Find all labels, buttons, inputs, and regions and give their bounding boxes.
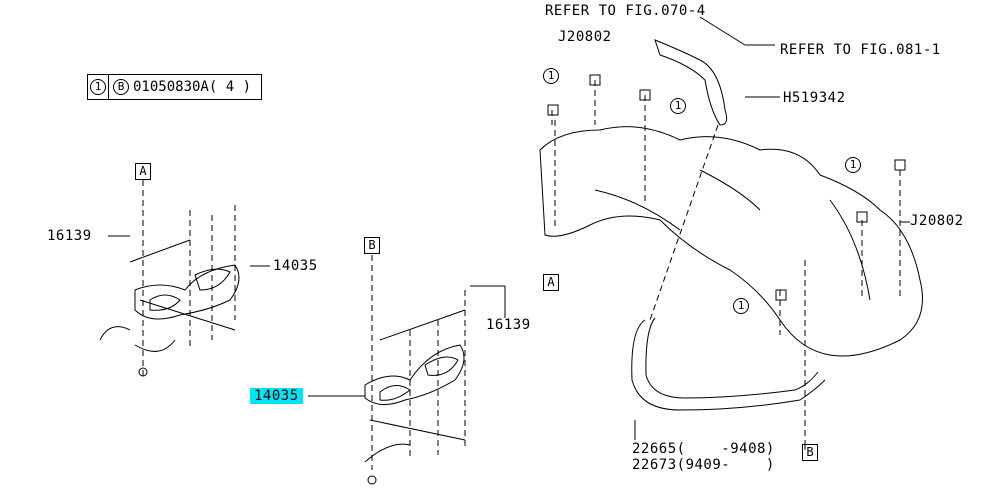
callout-1: 1 [543,68,559,84]
ref-box-b-middle: B [364,237,380,254]
ref-box-a-left: A [135,163,151,180]
left-gasket-assembly [99,180,270,380]
label-h519342[interactable]: H519342 [783,90,846,106]
callout-1: 1 [733,298,749,314]
label-refer-070[interactable]: REFER TO FIG.070-4 [545,3,706,19]
label-refer-081[interactable]: REFER TO FIG.081-1 [780,42,941,58]
intake-manifold [539,16,923,450]
ref-box-b-right: B [802,444,818,461]
callout-1: 1 [90,79,106,95]
label-14035-left[interactable]: 14035 [273,258,318,274]
callout-1: 1 [845,157,861,173]
label-j20802-top[interactable]: J20802 [558,29,612,45]
callout-1: 1 [670,98,686,114]
label-16139-right[interactable]: 16139 [486,317,531,333]
ref-box-a-right: A [543,274,559,291]
bolt-part-number: 01050830A( 4 ) [133,79,252,95]
label-16139-left[interactable]: 16139 [47,228,92,244]
label-22673[interactable]: 22673(9409- ) [632,457,775,473]
label-22665[interactable]: 22665( -9408) [632,441,775,457]
bolt-spec-table: 1 B 01050830A( 4 ) [87,74,263,100]
label-14035-highlighted[interactable]: 14035 [250,388,303,404]
bolt-code-b: B [113,79,129,95]
middle-gasket-assembly [308,255,506,485]
label-j20802-right[interactable]: J20802 [910,213,964,229]
